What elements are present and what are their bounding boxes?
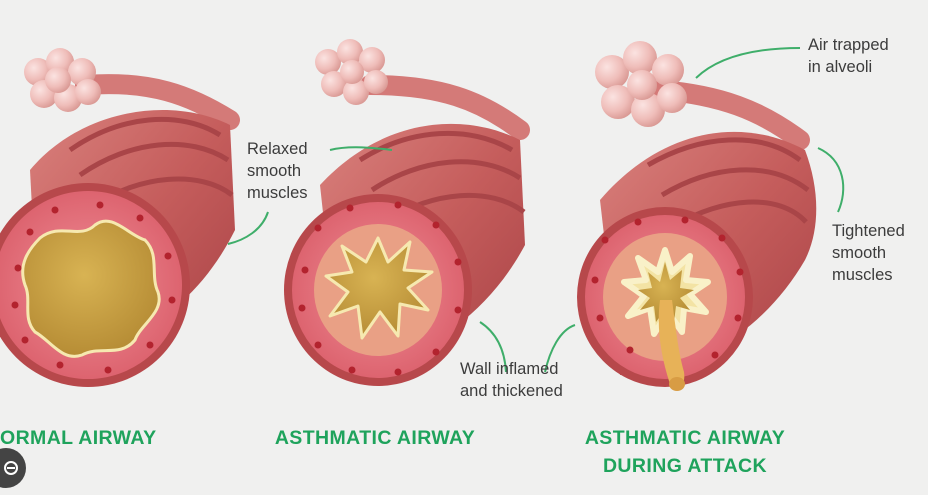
normal-alveoli xyxy=(24,48,230,120)
wall-label-line1: Wall inflamed xyxy=(460,358,563,380)
overlay-glyph-icon xyxy=(3,460,19,476)
wall-inflamed-label: Wall inflamed and thickened xyxy=(460,358,563,402)
normal-airway xyxy=(0,48,235,387)
attack-airway xyxy=(577,41,816,391)
leader-air xyxy=(696,48,800,78)
asthmatic-airway-title: ASTHMATIC AIRWAY xyxy=(250,424,500,452)
normal-airway-title: ORMAL AIRWAY xyxy=(0,424,200,452)
tightened-muscles-label: Tightened smooth muscles xyxy=(832,220,905,286)
relaxed-label-line3: muscles xyxy=(247,182,308,204)
attack-title-line2: DURING ATTACK xyxy=(560,452,810,480)
attack-tube xyxy=(577,132,816,387)
attack-title-line1: ASTHMATIC AIRWAY xyxy=(560,424,810,452)
relaxed-label-line2: smooth xyxy=(247,160,308,182)
relaxed-label-line1: Relaxed xyxy=(247,138,308,160)
tight-label-line3: muscles xyxy=(832,264,905,286)
tight-label-line2: smooth xyxy=(832,242,905,264)
asthmatic-airway xyxy=(284,39,525,386)
wall-label-line2: and thickened xyxy=(460,380,563,402)
attack-airway-title: ASTHMATIC AIRWAY DURING ATTACK xyxy=(560,424,810,480)
attack-alveoli xyxy=(595,41,800,140)
tight-label-line1: Tightened xyxy=(832,220,905,242)
leader-tight xyxy=(818,148,843,212)
air-trapped-label: Air trapped in alveoli xyxy=(808,34,889,78)
relaxed-muscles-label: Relaxed smooth muscles xyxy=(247,138,308,204)
asthmatic-alveoli xyxy=(315,39,520,130)
air-label-line1: Air trapped xyxy=(808,34,889,56)
air-label-line2: in alveoli xyxy=(808,56,889,78)
